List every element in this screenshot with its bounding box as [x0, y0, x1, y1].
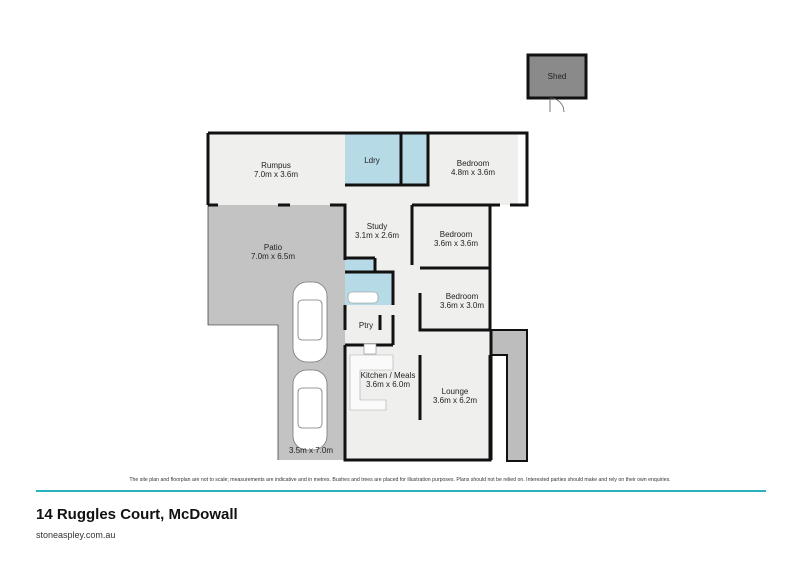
room-label-kitchen: Kitchen / Meals [361, 371, 416, 380]
house-floor [345, 205, 491, 460]
room-dims-lounge: 3.6m x 6.2m [433, 396, 477, 405]
room-label-lounge: Lounge [442, 387, 469, 396]
room-label-study: Study [367, 222, 387, 231]
room-dims-kitchen: 3.6m x 6.0m [366, 380, 410, 389]
room-dims-carport: 3.5m x 7.0m [289, 446, 333, 455]
website-link[interactable]: stoneaspley.com.au [36, 530, 116, 540]
room-dims-bedroom-1: 4.8m x 3.6m [451, 168, 495, 177]
ensuite [401, 133, 428, 185]
walls [206, 131, 529, 462]
room-label-ptry: Ptry [359, 321, 373, 330]
shed-door [549, 97, 565, 113]
laundry [345, 133, 401, 185]
toilet [345, 258, 375, 272]
room-dims-bedroom-3: 3.6m x 3.0m [440, 301, 484, 310]
car-icon [292, 281, 328, 451]
divider [36, 490, 766, 492]
room-dims-bedroom-2: 3.6m x 3.6m [434, 239, 478, 248]
cooktop [363, 343, 377, 355]
kitchen-bench [349, 354, 394, 411]
room-dims-study: 3.1m x 2.6m [355, 231, 399, 240]
shed [526, 53, 588, 100]
property-title: 14 Ruggles Court, McDowall [36, 506, 238, 523]
room-label-bedroom-1: Bedroom [457, 159, 490, 168]
room-label-rumpus: Rumpus [261, 161, 291, 170]
room-dims-patio: 7.0m x 6.5m [251, 252, 295, 261]
disclaimer: The site plan and floorplan are not to s… [129, 477, 671, 483]
room-label-ldry: Ldry [364, 156, 380, 165]
room-label-patio: Patio [264, 243, 283, 252]
room-label-shed: Shed [548, 72, 567, 81]
room-dims-rumpus: 7.0m x 3.6m [254, 170, 298, 179]
bathtub [347, 291, 379, 304]
room-label-bedroom-3: Bedroom [446, 292, 479, 301]
room-label-bedroom-2: Bedroom [440, 230, 473, 239]
